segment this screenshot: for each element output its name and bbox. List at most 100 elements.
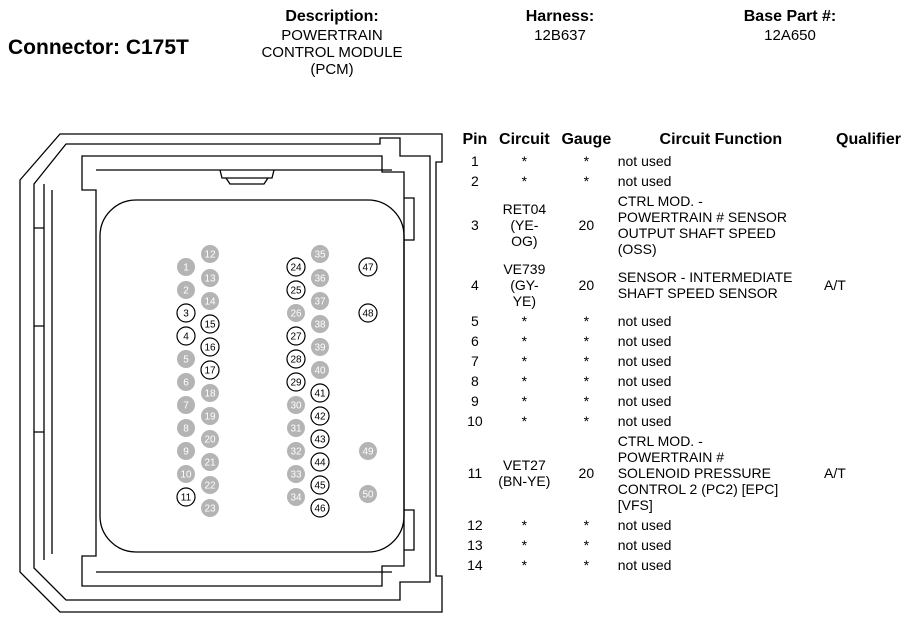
- pin-number: 24: [290, 263, 302, 274]
- description-block: Description: POWERTRAIN CONTROL MODULE (…: [242, 8, 422, 78]
- pin-number: 28: [290, 355, 302, 366]
- pin-20: 20: [201, 430, 219, 448]
- pin-circle-used: [358, 303, 378, 323]
- pin-number: 43: [314, 435, 326, 446]
- inner-frame-step: [96, 169, 392, 573]
- pin-number: 33: [290, 470, 302, 481]
- table-row: 6**not used: [460, 331, 913, 351]
- pin-number: 12: [204, 250, 216, 261]
- pin-number: 35: [314, 250, 326, 261]
- cell-gauge: 20: [578, 217, 595, 233]
- pin-number: 5: [183, 355, 189, 366]
- pin-circle-used: [286, 349, 306, 369]
- cell-pin: 11: [467, 465, 483, 481]
- pin-number: 29: [290, 378, 302, 389]
- table-row: 13**not used: [460, 535, 913, 555]
- pin-circle-used: [286, 280, 306, 300]
- cell-circuit: RET04(YE-OG): [502, 201, 547, 249]
- pin-14: 14: [201, 292, 219, 310]
- cell-qualifier: [824, 371, 913, 391]
- pin-circle-unused: [311, 361, 329, 379]
- pin-number: 2: [183, 286, 189, 297]
- pin-circle-unused: [287, 419, 305, 437]
- pin-number: 22: [204, 481, 216, 492]
- pin-39: 39: [311, 338, 329, 356]
- harness-value: 12B637: [534, 27, 586, 44]
- cell-circuit: *: [521, 173, 528, 189]
- pin-number: 48: [362, 309, 374, 320]
- header-pin: Pin: [462, 131, 488, 148]
- pin-circle-used: [286, 372, 306, 392]
- latch-tab: [219, 169, 275, 179]
- pin-circle-unused: [177, 281, 195, 299]
- cell-pin: 2: [470, 173, 479, 189]
- pin-cavity: [99, 199, 405, 553]
- pin-circle-unused: [177, 396, 195, 414]
- pin-number: 9: [183, 447, 189, 458]
- pin-circle-unused: [201, 384, 219, 402]
- cell-function: not used: [617, 413, 672, 429]
- cell-gauge: *: [583, 557, 590, 573]
- pin-circle-used: [176, 326, 196, 346]
- pin-number: 31: [290, 424, 302, 435]
- cell-qualifier: [824, 515, 913, 535]
- cell-pin: 10: [467, 413, 483, 429]
- pin-circle-unused: [201, 453, 219, 471]
- pin-table: Pin Circuit Gauge Circuit Function Quali…: [460, 132, 913, 575]
- cell-function: not used: [617, 517, 672, 533]
- cell-circuit: *: [521, 537, 528, 553]
- header-function: Circuit Function: [659, 131, 783, 148]
- base-part-value: 12A650: [764, 27, 816, 44]
- cell-qualifier: [824, 151, 913, 171]
- pin-number: 25: [290, 286, 302, 297]
- pin-number: 14: [204, 297, 216, 308]
- pin-number: 40: [314, 366, 326, 377]
- pin-circle-unused: [287, 396, 305, 414]
- cell-qualifier: [824, 351, 913, 371]
- pin-36: 36: [311, 269, 329, 287]
- table-row: 8**not used: [460, 371, 913, 391]
- pin-circle-unused: [177, 258, 195, 276]
- pin-30: 30: [287, 396, 305, 414]
- cell-gauge: *: [583, 393, 590, 409]
- cell-circuit: *: [521, 373, 528, 389]
- cell-gauge: *: [583, 353, 590, 369]
- cell-function: not used: [617, 393, 672, 409]
- pin-10: 10: [177, 465, 195, 483]
- pin-7: 7: [177, 396, 195, 414]
- pin-number: 37: [314, 297, 326, 308]
- pin-number: 49: [362, 447, 374, 458]
- pin-circle-unused: [311, 245, 329, 263]
- cell-circuit: *: [521, 557, 528, 573]
- pin-32: 32: [287, 442, 305, 460]
- pin-circle-used: [286, 326, 306, 346]
- pin-38: 38: [311, 315, 329, 333]
- table-row: 5**not used: [460, 311, 913, 331]
- cell-pin: 13: [467, 537, 483, 553]
- cell-gauge: *: [583, 153, 590, 169]
- pin-circle-used: [310, 498, 330, 518]
- pin-23: 23: [201, 499, 219, 517]
- pin-circle-unused: [177, 350, 195, 368]
- pin-circle-unused: [359, 485, 377, 503]
- pin-number: 41: [314, 389, 326, 400]
- pin-35: 35: [311, 245, 329, 263]
- pin-number: 3: [183, 309, 189, 320]
- pin-50: 50: [359, 485, 377, 503]
- pin-circle-unused: [287, 465, 305, 483]
- pin-number: 4: [183, 332, 189, 343]
- pin-circle-used: [310, 383, 330, 403]
- pin-circle-unused: [359, 442, 377, 460]
- pin-number: 39: [314, 343, 326, 354]
- base-part-block: Base Part #: 12A650: [700, 8, 880, 44]
- pin-49: 49: [359, 442, 377, 460]
- pin-circle-unused: [287, 488, 305, 506]
- cell-function: not used: [617, 373, 672, 389]
- pin-number: 1: [183, 263, 189, 274]
- pin-circle-unused: [311, 338, 329, 356]
- pin-number: 45: [314, 481, 326, 492]
- pin-37: 37: [311, 292, 329, 310]
- cell-circuit: *: [521, 353, 528, 369]
